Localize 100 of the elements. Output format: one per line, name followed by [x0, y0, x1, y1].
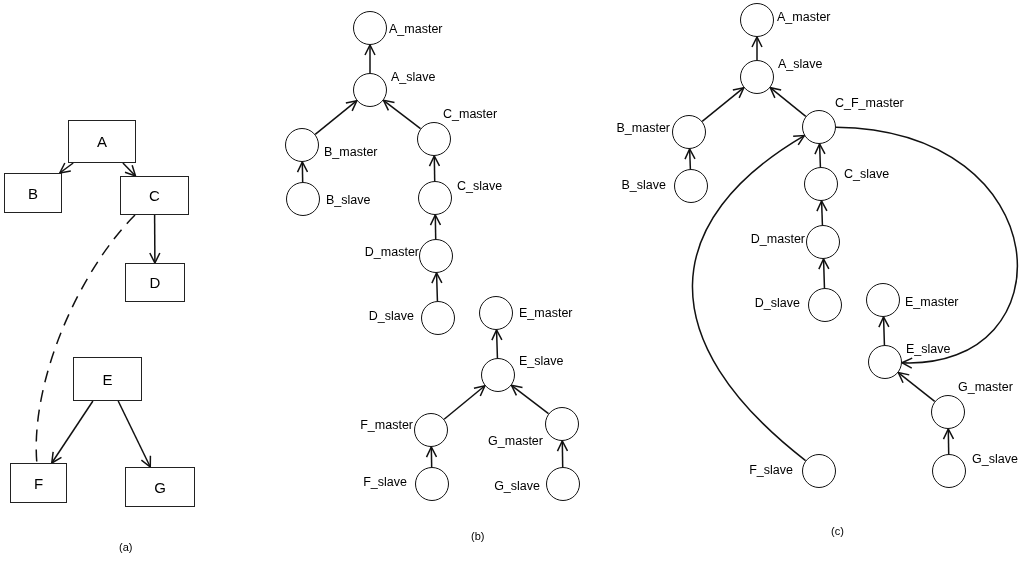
node-label: G_slave	[972, 452, 1018, 466]
node-circle	[421, 301, 455, 335]
arrow	[897, 371, 936, 403]
node-circle	[802, 110, 836, 144]
arrow	[556, 440, 569, 468]
arrow	[425, 446, 438, 468]
arrow	[816, 200, 828, 226]
dashed-connector	[35, 214, 136, 464]
node-label: B_master	[324, 145, 378, 159]
node-circle	[419, 239, 453, 273]
arrow	[314, 99, 358, 136]
tree-node-box	[120, 176, 189, 215]
node-circle	[740, 60, 774, 94]
arrow	[59, 162, 74, 174]
arrow	[701, 86, 745, 123]
node-label: A_slave	[391, 70, 436, 84]
arrow	[382, 99, 422, 130]
node-circle	[672, 115, 706, 149]
tree-node-box	[4, 173, 62, 213]
node-circle	[546, 467, 580, 501]
node-label: A_slave	[778, 57, 823, 71]
node-label: D_master	[364, 245, 419, 259]
node-label: C_F_master	[835, 96, 904, 110]
node-circle	[740, 3, 774, 37]
node-label: E_master	[905, 295, 959, 309]
node-label: C_slave	[844, 167, 890, 181]
arrow	[510, 384, 550, 415]
arrow	[117, 400, 152, 468]
node-label: C_slave	[457, 179, 503, 193]
arrow	[751, 36, 763, 61]
arrow	[429, 214, 442, 240]
arrow	[51, 400, 94, 464]
arrow	[443, 385, 486, 420]
node-circle	[418, 181, 452, 215]
node-circle	[479, 296, 513, 330]
node-label: A	[97, 133, 107, 150]
tree-node-box	[73, 357, 142, 401]
node-circle	[414, 413, 448, 447]
arrow	[818, 258, 830, 289]
node-label: C	[149, 187, 160, 204]
node-label: A_master	[777, 10, 831, 24]
tree-node-box	[125, 263, 185, 302]
arrow	[942, 428, 955, 455]
node-circle	[353, 11, 387, 45]
tree-node-box	[10, 463, 67, 503]
arrow	[364, 44, 376, 74]
node-label: G	[154, 478, 166, 496]
node-circle	[802, 454, 836, 488]
node-circle	[674, 169, 708, 203]
node-label: D_slave	[368, 309, 414, 323]
node-label: E	[102, 370, 113, 388]
arrow	[491, 329, 503, 359]
node-circle	[481, 358, 515, 392]
node-circle	[353, 73, 387, 107]
node-label: A_master	[389, 22, 443, 36]
node-circle	[866, 283, 900, 317]
node-label: F_slave	[363, 475, 407, 489]
node-label: E_slave	[519, 354, 564, 368]
node-circle	[931, 395, 965, 429]
arrow	[835, 126, 1018, 368]
arrow	[684, 148, 696, 170]
node-circle	[415, 467, 449, 501]
node-label: D_slave	[754, 296, 800, 310]
node-circle	[808, 288, 842, 322]
node-label: E_master	[519, 306, 573, 320]
arrow	[296, 161, 309, 183]
arrow	[428, 155, 441, 182]
arrow	[814, 143, 826, 168]
node-label: D_master	[750, 232, 805, 246]
panel-caption: (a)	[119, 541, 133, 553]
node-circle	[804, 167, 838, 201]
node-label: G_master	[488, 434, 543, 448]
node-label: G_master	[958, 380, 1013, 394]
arrow	[691, 134, 807, 462]
node-label: C_master	[443, 107, 498, 121]
arrow	[149, 214, 161, 264]
node-label: B	[28, 184, 38, 202]
node-circle	[806, 225, 840, 259]
node-circle	[868, 345, 902, 379]
node-circle	[285, 128, 319, 162]
node-label: B_slave	[621, 178, 666, 192]
panel-caption: (b)	[471, 530, 485, 542]
arrow	[431, 272, 443, 302]
node-label: B_slave	[326, 193, 371, 207]
node-label: D	[149, 274, 161, 291]
arrow	[769, 86, 807, 118]
panel-caption: (c)	[831, 525, 844, 537]
tree-node-box	[68, 120, 136, 163]
node-circle	[286, 182, 320, 216]
node-circle	[417, 122, 451, 156]
node-circle	[932, 454, 966, 488]
node-label: F_slave	[749, 463, 793, 477]
node-label: F_master	[360, 418, 413, 432]
node-circle	[545, 407, 579, 441]
tree-node-box	[125, 467, 195, 507]
node-label: G_slave	[494, 479, 540, 493]
node-label: E_slave	[906, 342, 951, 356]
node-label: F	[33, 474, 44, 492]
arrow	[122, 162, 137, 177]
node-label: B_master	[616, 121, 670, 135]
